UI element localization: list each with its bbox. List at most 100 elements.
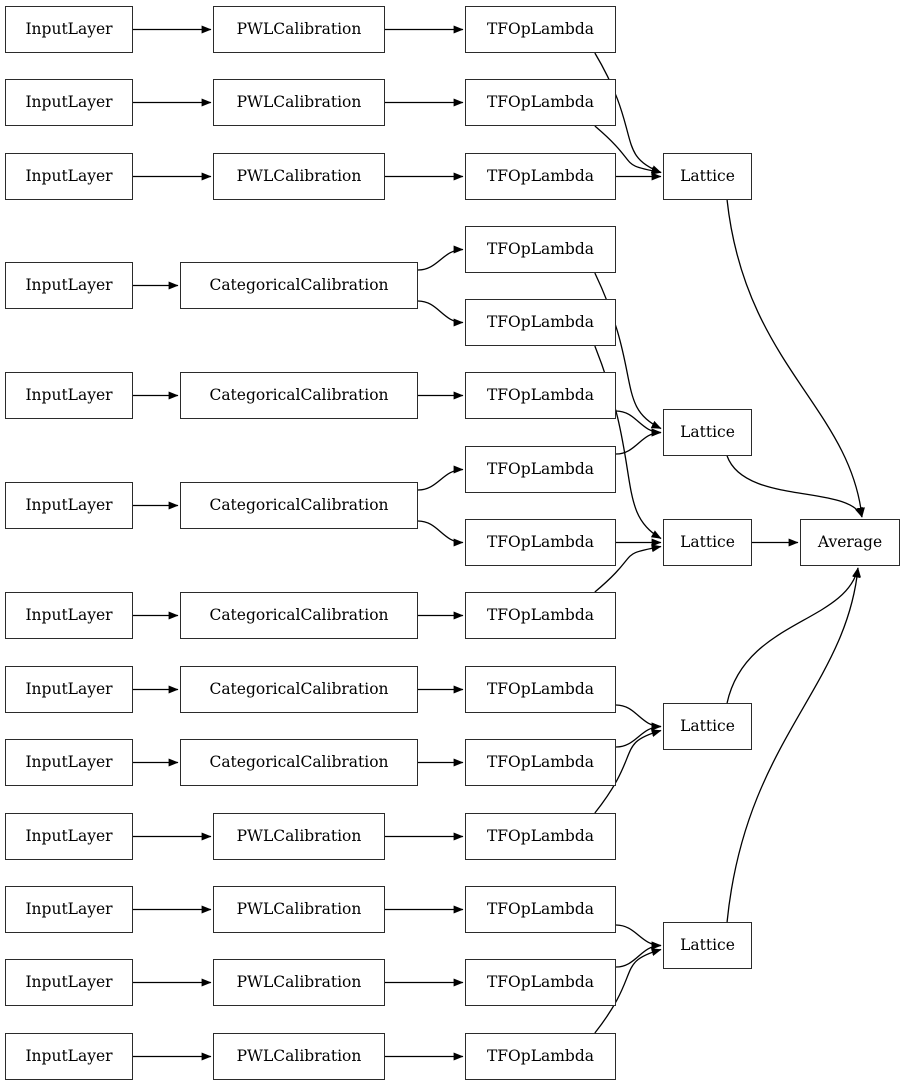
node-label: InputLayer [25,385,113,404]
node-label: TFOpLambda [486,19,595,38]
node-lat5[interactable]: Lattice [663,922,752,969]
node-op14[interactable]: TFOpLambda [465,959,616,1006]
node-op9[interactable]: TFOpLambda [465,592,616,639]
node-label: TFOpLambda [486,972,595,991]
edge-lat4-to-avg [726,567,860,704]
node-op15[interactable]: TFOpLambda [465,1033,616,1080]
node-cal11[interactable]: PWLCalibration [213,886,385,933]
node-cal9[interactable]: CategoricalCalibration [180,739,418,786]
node-op7[interactable]: TFOpLambda [465,446,616,493]
edge-op14-to-lat5 [615,941,662,968]
edge-cal6-to-op7 [417,465,464,491]
node-op8[interactable]: TFOpLambda [465,519,616,566]
edge-op12-to-lat4 [594,729,662,814]
edge-op10-to-lat4 [615,704,662,731]
node-cal5[interactable]: CategoricalCalibration [180,372,418,419]
node-in7[interactable]: InputLayer [5,592,133,639]
node-cal13[interactable]: PWLCalibration [213,1033,385,1080]
node-label: Lattice [680,935,735,954]
node-cal12[interactable]: PWLCalibration [213,959,385,1006]
node-lat1[interactable]: Lattice [663,153,752,200]
node-label: PWLCalibration [236,92,362,111]
node-in2[interactable]: InputLayer [5,79,133,126]
edge-lat2-to-avg [726,455,863,518]
node-label: CategoricalCalibration [209,605,389,624]
node-label: CategoricalCalibration [209,275,389,294]
node-label: TFOpLambda [486,166,595,185]
node-label: TFOpLambda [486,92,595,111]
node-label: InputLayer [25,972,113,991]
node-op4[interactable]: TFOpLambda [465,226,616,273]
node-avg[interactable]: Average [800,519,900,566]
node-lat3[interactable]: Lattice [663,519,752,566]
node-label: CategoricalCalibration [209,495,389,514]
node-label: InputLayer [25,679,113,698]
node-cal7[interactable]: CategoricalCalibration [180,592,418,639]
node-label: InputLayer [25,1046,113,1065]
node-cal6[interactable]: CategoricalCalibration [180,482,418,529]
edge-op6-to-lat2 [615,410,662,437]
node-label: PWLCalibration [236,166,362,185]
node-label: TFOpLambda [486,752,595,771]
node-cal3[interactable]: PWLCalibration [213,153,385,200]
node-lat4[interactable]: Lattice [663,703,752,750]
node-op10[interactable]: TFOpLambda [465,666,616,713]
node-op1[interactable]: TFOpLambda [465,6,616,53]
node-lat2[interactable]: Lattice [663,409,752,456]
node-in11[interactable]: InputLayer [5,886,133,933]
node-label: TFOpLambda [486,605,595,624]
node-label: CategoricalCalibration [209,385,389,404]
node-label: InputLayer [25,166,113,185]
node-cal8[interactable]: CategoricalCalibration [180,666,418,713]
edge-op11-to-lat4 [615,722,662,748]
node-op11[interactable]: TFOpLambda [465,739,616,786]
node-label: InputLayer [25,19,113,38]
edge-op9-to-lat3 [594,544,662,593]
node-label: TFOpLambda [486,1046,595,1065]
node-cal10[interactable]: PWLCalibration [213,813,385,860]
node-cal4[interactable]: CategoricalCalibration [180,262,418,309]
edge-cal4-to-op5 [417,300,464,327]
node-label: InputLayer [25,605,113,624]
edge-op13-to-lat5 [615,924,662,950]
node-in12[interactable]: InputLayer [5,959,133,1006]
node-in3[interactable]: InputLayer [5,153,133,200]
node-label: InputLayer [25,275,113,294]
edge-lat1-to-avg [726,199,865,518]
node-in13[interactable]: InputLayer [5,1033,133,1080]
edge-lat5-to-avg [726,567,862,923]
node-cal2[interactable]: PWLCalibration [213,79,385,126]
node-cal1[interactable]: PWLCalibration [213,6,385,53]
node-label: InputLayer [25,495,113,514]
node-label: PWLCalibration [236,826,362,845]
node-label: TFOpLambda [486,826,595,845]
node-op6[interactable]: TFOpLambda [465,372,616,419]
node-in10[interactable]: InputLayer [5,813,133,860]
node-in4[interactable]: InputLayer [5,262,133,309]
node-in1[interactable]: InputLayer [5,6,133,53]
node-label: Average [817,532,883,551]
node-label: PWLCalibration [236,972,362,991]
node-in5[interactable]: InputLayer [5,372,133,419]
node-op13[interactable]: TFOpLambda [465,886,616,933]
node-label: Lattice [680,716,735,735]
node-op3[interactable]: TFOpLambda [465,153,616,200]
edge-op2-to-lat1 [594,125,662,175]
node-in9[interactable]: InputLayer [5,739,133,786]
node-label: PWLCalibration [236,899,362,918]
node-label: PWLCalibration [236,1046,362,1065]
node-label: CategoricalCalibration [209,679,389,698]
node-in8[interactable]: InputLayer [5,666,133,713]
node-label: InputLayer [25,826,113,845]
edge-cal4-to-op4 [417,245,464,271]
edge-op7-to-lat2 [615,428,662,455]
node-op5[interactable]: TFOpLambda [465,299,616,346]
node-label: Lattice [680,422,735,441]
node-label: TFOpLambda [486,385,595,404]
node-label: CategoricalCalibration [209,752,389,771]
node-op12[interactable]: TFOpLambda [465,813,616,860]
node-op2[interactable]: TFOpLambda [465,79,616,126]
node-in6[interactable]: InputLayer [5,482,133,529]
